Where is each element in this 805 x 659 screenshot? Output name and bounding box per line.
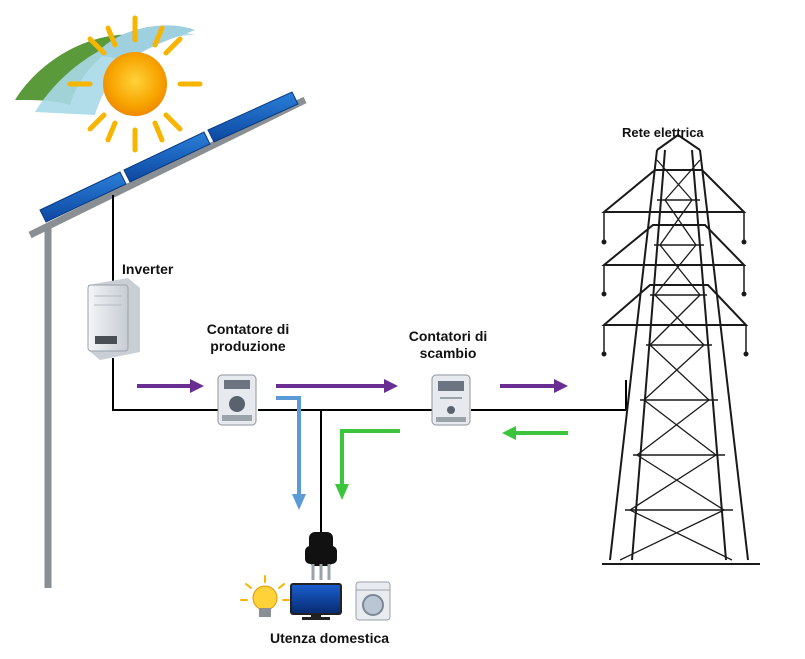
pylon-icon xyxy=(601,133,760,565)
production-flow-arrows xyxy=(137,379,568,393)
light-bulb-icon xyxy=(240,575,290,617)
roof-structure xyxy=(28,96,307,588)
solar-panel-icon xyxy=(39,91,299,223)
plug-icon xyxy=(305,532,337,580)
inverter-icon xyxy=(87,278,140,360)
household-label: Utenza domestica xyxy=(270,630,390,646)
production-meter-label: Contatore di produzione xyxy=(193,321,303,355)
exchange-meter-label-line2: scambio xyxy=(419,345,477,361)
grid-import-flow-arrows xyxy=(335,426,568,500)
production-meter-icon xyxy=(217,374,257,426)
grid-label: Rete elettrica xyxy=(622,125,704,140)
self-consumption-flow-arrow xyxy=(276,396,306,510)
production-meter-label-line1: Contatore di xyxy=(206,321,290,337)
exchange-meter-icon xyxy=(431,374,471,426)
exchange-meter-label-line1: Contatori di xyxy=(408,328,488,344)
wiring xyxy=(112,195,627,532)
pylon-insulator-ends xyxy=(601,239,749,357)
inverter-label: Inverter xyxy=(122,261,174,277)
television-icon xyxy=(290,583,342,620)
exchange-meter-label: Contatori di scambio xyxy=(398,328,498,362)
production-meter-label-line2: produzione xyxy=(210,338,286,354)
washing-machine-icon xyxy=(355,581,391,621)
sun-icon xyxy=(15,15,203,153)
